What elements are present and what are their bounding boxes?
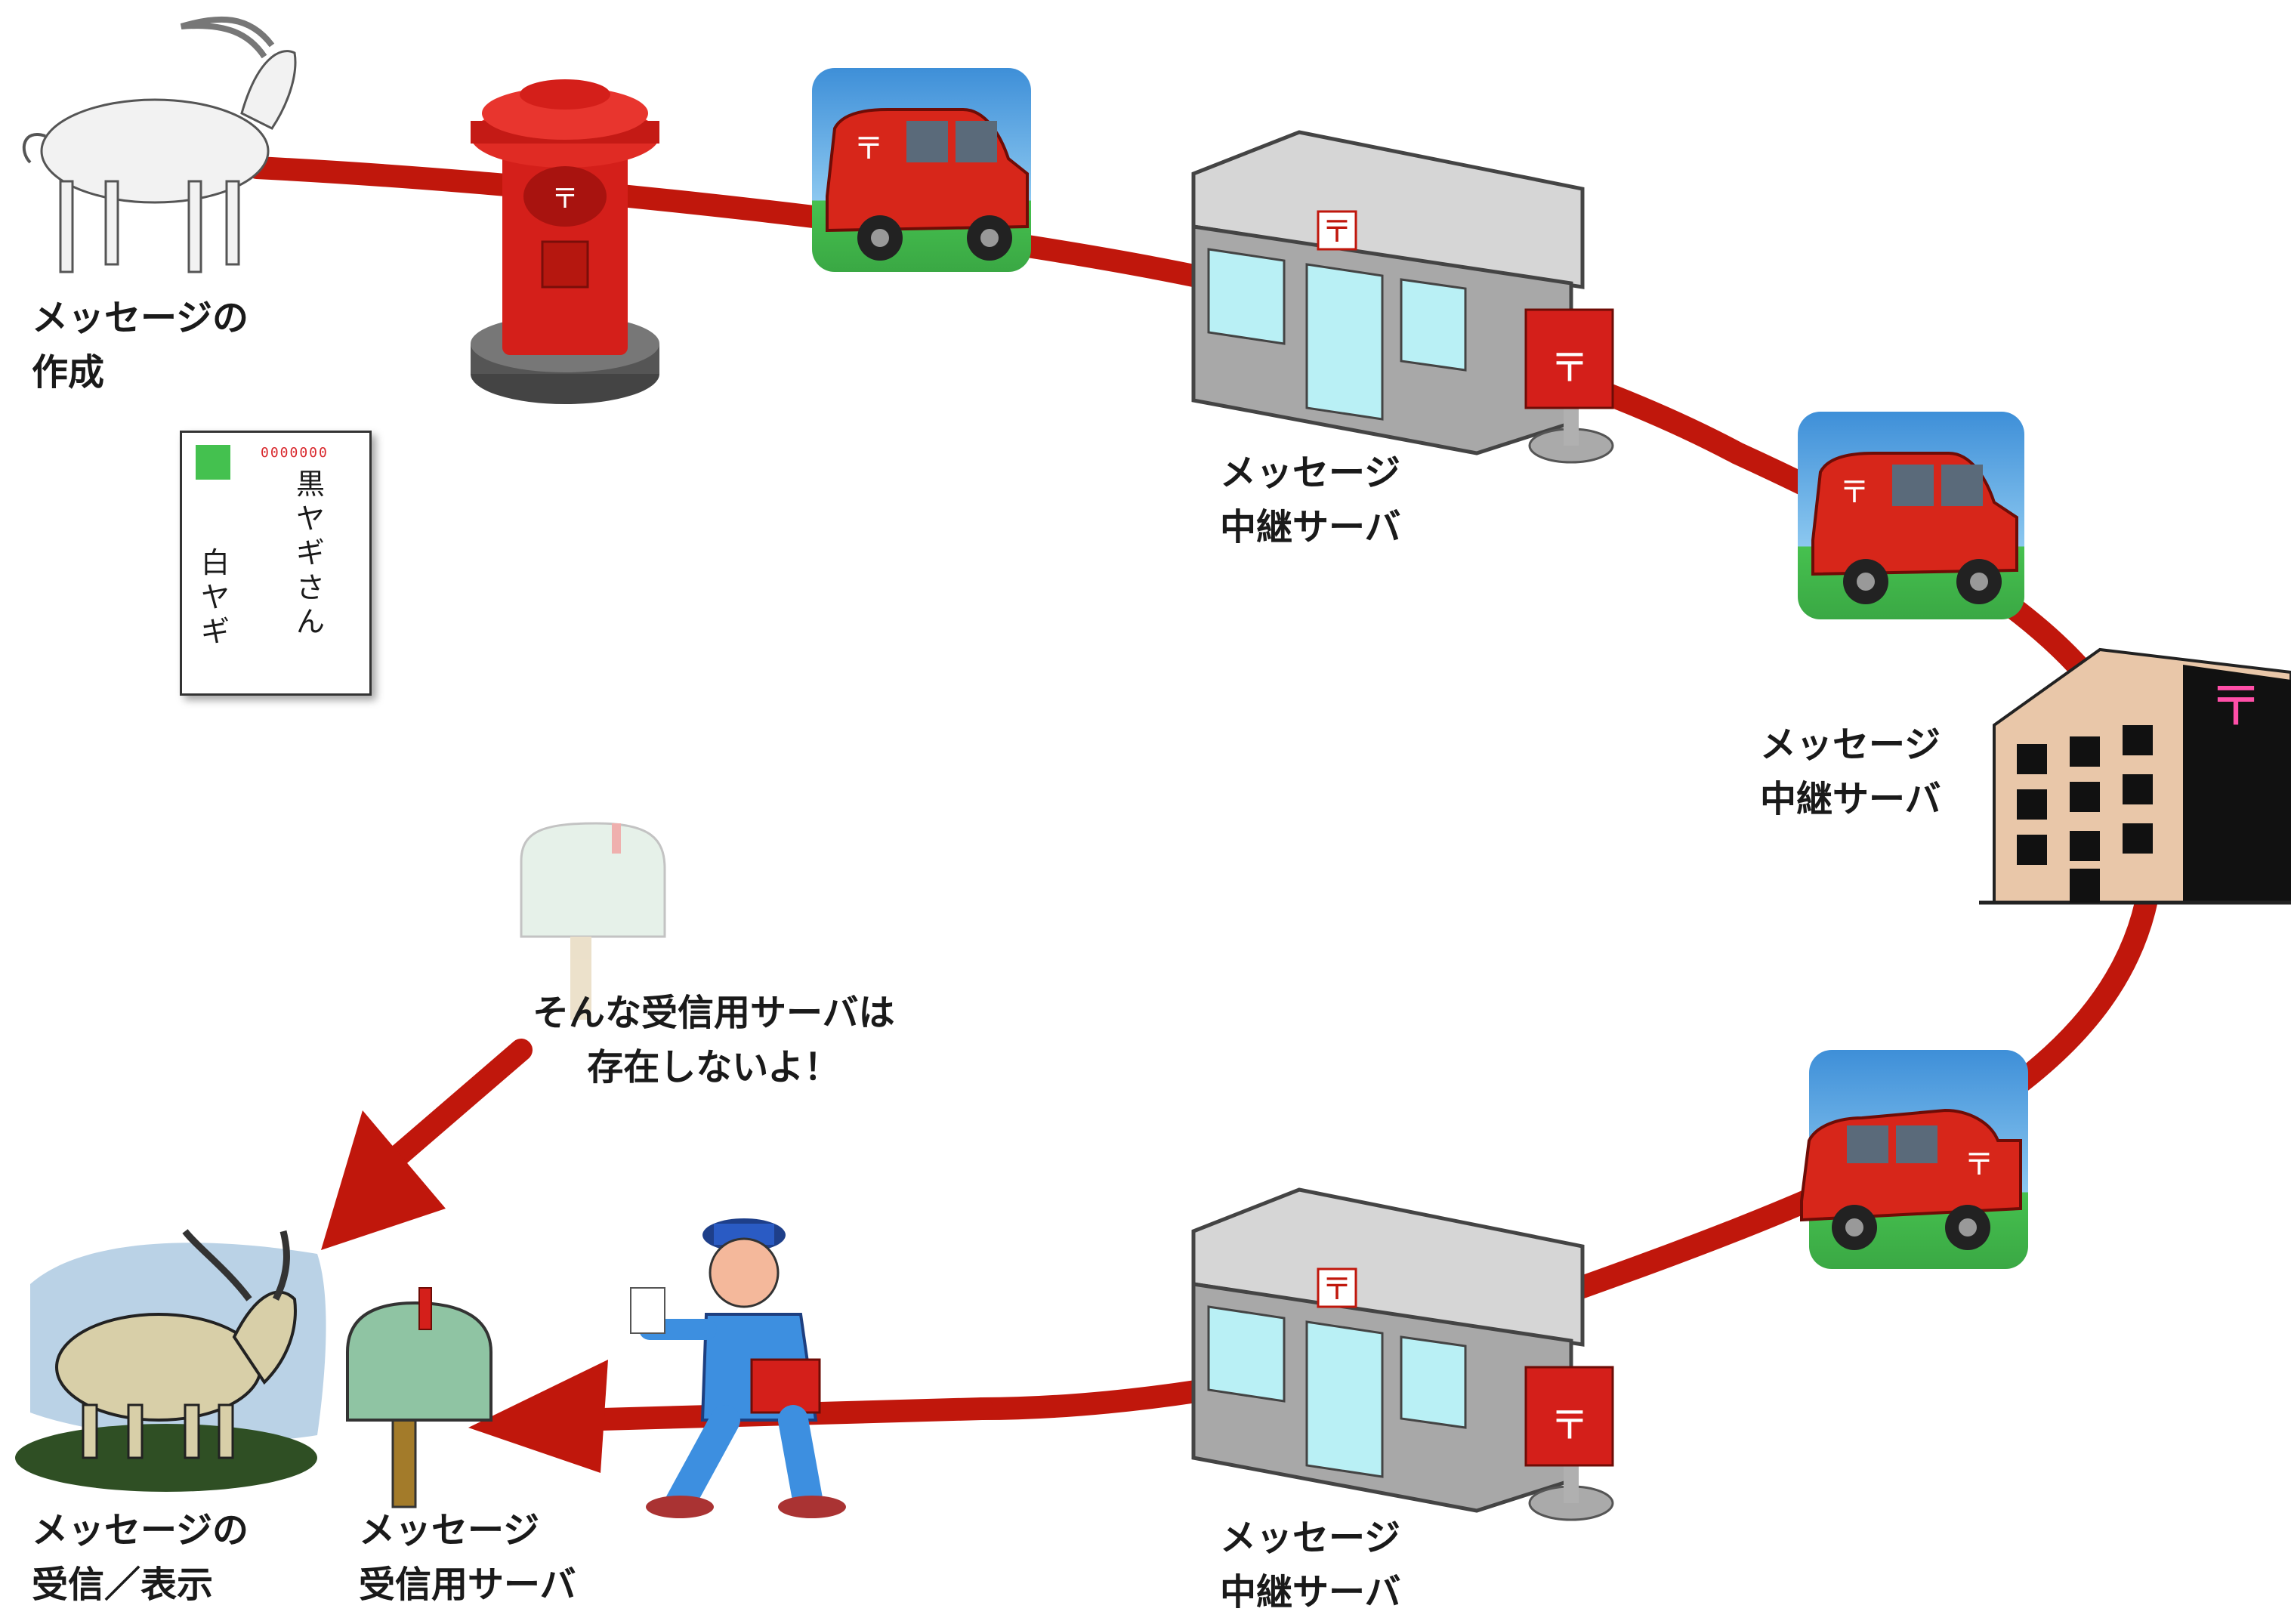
label-receive-display: メッセージの受信／表示: [32, 1509, 249, 1606]
mail-van-icon-2: 〒: [1798, 412, 2024, 619]
mail-carrier-icon: [630, 1218, 846, 1518]
svg-text:〒: 〒: [1322, 215, 1352, 249]
sender-goat-icon: [22, 16, 297, 273]
post-office-icon-1: 〒 〒: [1191, 130, 1614, 464]
relay-building-icon: 〒: [1979, 647, 2291, 905]
label-relay-1: メッセージ中継サーバ: [1220, 452, 1401, 548]
svg-text:〒: 〒: [1839, 475, 1870, 510]
label-compose: メッセージの作成: [32, 297, 249, 394]
label-no-server-note: そんな受信用サーバは存在しないよ！: [533, 992, 895, 1088]
delivery-arrow-head: [468, 1360, 608, 1473]
faded-mailbox-icon: [520, 822, 666, 1020]
svg-text:〒: 〒: [1964, 1147, 1994, 1182]
post-office-icon-2: 〒 〒: [1191, 1187, 1614, 1521]
mail-van-icon-3: 〒: [1800, 1050, 2028, 1269]
no-server-arrow-shaft: [374, 1039, 533, 1178]
postcard-stamp: [196, 445, 230, 480]
label-relay-2: メッセージ中継サーバ: [1760, 724, 1941, 820]
svg-text:〒: 〒: [1550, 346, 1589, 391]
no-server-arrow-head: [321, 1110, 446, 1250]
mail-post-icon: 〒: [471, 79, 659, 404]
svg-text:〒: 〒: [1550, 1403, 1589, 1449]
postcard: 0000000 黒ヤギさん 白ヤギ: [180, 431, 372, 696]
svg-text:〒: 〒: [1322, 1272, 1352, 1307]
receiving-mailbox-icon: [346, 1287, 492, 1508]
label-relay-3: メッセージ中継サーバ: [1220, 1517, 1401, 1613]
svg-text:〒: 〒: [854, 131, 884, 166]
postcard-sender: 白ヤギ: [200, 546, 230, 649]
postcard-recipient: 黒ヤギさん: [295, 468, 325, 639]
mail-van-icon-1: 〒: [812, 68, 1031, 272]
label-receive-server: メッセージ受信用サーバ: [359, 1509, 576, 1606]
recipient-goat-icon: [15, 1229, 326, 1492]
svg-text:〒: 〒: [551, 184, 579, 215]
postcard-zip: 0000000: [261, 445, 329, 461]
svg-text:〒: 〒: [2209, 675, 2263, 738]
